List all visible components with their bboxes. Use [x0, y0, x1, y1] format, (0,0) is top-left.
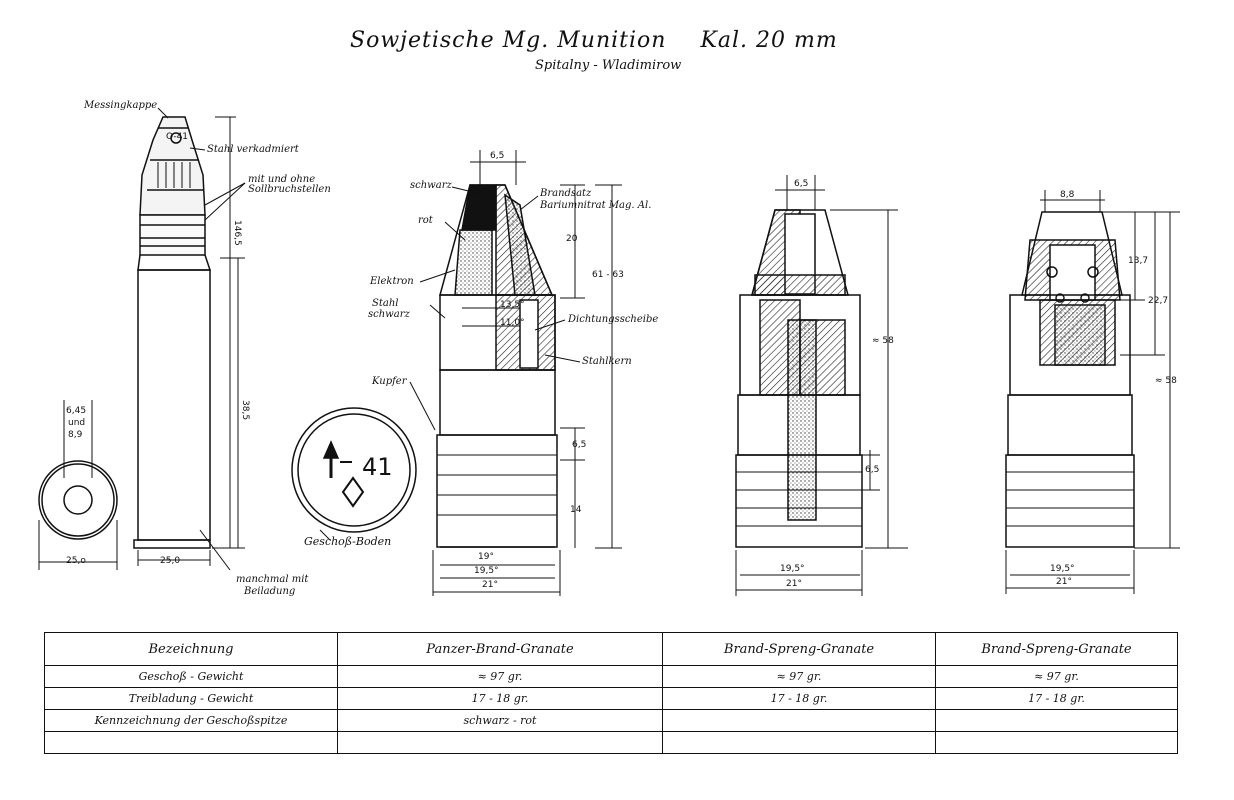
label-dichtungsscheibe: Dichtungsscheibe: [568, 314, 659, 325]
dim-p1-base: 14: [570, 505, 582, 515]
row-label: Kennzeichnung der Geschoßspitze: [44, 709, 338, 732]
table-cell: schwarz - rot: [337, 709, 663, 732]
label-manchmal-2: Beiladung: [244, 586, 296, 597]
table-cell: 17 - 18 gr.: [337, 687, 663, 710]
header-brand-spreng-granate-1: Brand-Spreng-Granate: [662, 632, 936, 666]
dim-p1-d3: 21°: [482, 580, 498, 590]
table-cell: 17 - 18 gr.: [662, 687, 936, 710]
label-stahl-verkadmiert: Stahl verkadmiert: [207, 144, 299, 155]
table-cell: ≈ 97 gr.: [662, 665, 936, 688]
label-brandsatz-2: Bariumnitrat Mag. Al.: [540, 200, 652, 211]
table-cell: ≈ 97 gr.: [935, 665, 1178, 688]
dim-p1-in1: 13,5°: [500, 300, 525, 310]
dim-p2-len: ≈ 58: [872, 336, 894, 346]
table-cell: [337, 731, 663, 754]
header-brand-spreng-granate-2: Brand-Spreng-Granate: [935, 632, 1178, 666]
row-label: Treibladung - Gewicht: [44, 687, 338, 710]
table-row: Geschoß - Gewicht ≈ 97 gr. ≈ 97 gr. ≈ 97…: [44, 665, 1178, 688]
label-mit-ohne-1: mit und ohne: [248, 174, 316, 185]
label-manchmal-1: manchmal mit: [236, 574, 309, 585]
dim-p3-tip: 8,8: [1060, 190, 1075, 200]
label-stahlkern: Stahlkern: [582, 356, 632, 367]
row-label: Geschoß - Gewicht: [44, 665, 338, 688]
table-header-row: Bezeichnung Panzer-Brand-Granate Brand-S…: [44, 632, 1178, 666]
dim-p1-band: 6,5: [572, 440, 587, 450]
label-fuze-mark: O-41: [166, 132, 189, 142]
table-row: [44, 731, 1178, 754]
dim-base-inner-2: und: [68, 418, 86, 428]
dim-p3-fuze: 13,7: [1128, 256, 1149, 266]
label-schwarz: schwarz: [410, 180, 452, 191]
technical-drawing: [38, 107, 1180, 596]
dim-p2-band: 6,5: [865, 465, 880, 475]
label-brandsatz-1: Brandsatz: [540, 188, 592, 199]
projectile-brand-spreng-1-drawing: [735, 175, 908, 596]
dim-p1-d2: 19,5°: [474, 566, 499, 576]
label-geschoss-boden: Geschoß-Boden: [304, 535, 392, 548]
header-panzer-brand-granate: Panzer-Brand-Granate: [337, 632, 663, 666]
dim-cart-case: 38,5: [240, 400, 250, 421]
marking-number: 41: [362, 453, 393, 481]
row-label: [44, 731, 338, 754]
case-base-drawing: [38, 400, 118, 570]
label-elektron: Elektron: [370, 276, 414, 287]
dim-p2-d1: 19,5°: [780, 564, 805, 574]
table-row: Kennzeichnung der Geschoßspitze schwarz …: [44, 709, 1178, 732]
dim-p1-in2: 11,0°: [500, 318, 525, 328]
dim-p1-length: 61 - 63: [592, 270, 624, 280]
dim-p3-nose: 22,7: [1148, 296, 1169, 306]
dim-p2-d2: 21°: [786, 579, 802, 589]
label-stahl: Stahl: [372, 298, 399, 309]
dim-p3-len: ≈ 58: [1155, 376, 1177, 386]
label-kupfer: Kupfer: [372, 376, 407, 387]
projectile-brand-spreng-2-drawing: [1005, 190, 1180, 594]
dim-cart-width: 25,0: [160, 556, 181, 566]
dim-p1-tip: 6,5: [490, 151, 505, 161]
dim-p2-tip: 6,5: [794, 179, 809, 189]
table-cell: [935, 709, 1178, 732]
dim-p1-d1: 19°: [478, 552, 494, 562]
dim-base-inner-3: 8,9: [68, 430, 83, 440]
dim-base-inner-1: 6,45: [66, 406, 87, 416]
label-messingkappe: Messingkappe: [84, 100, 158, 111]
table-row: Treibladung - Gewicht 17 - 18 gr. 17 - 1…: [44, 687, 1178, 710]
label-schwarz-2: schwarz: [368, 309, 410, 320]
table-cell: [935, 731, 1178, 754]
projectile-panzer-brand-drawing: [409, 150, 622, 596]
diagram-subtitle: Spitalny - Wladimirow: [535, 58, 682, 73]
label-rot: rot: [418, 215, 433, 226]
table-cell: [662, 709, 936, 732]
dim-cart-overall: 146,5: [232, 220, 242, 246]
projectile-base-marking: [291, 407, 417, 541]
table-cell: ≈ 97 gr.: [337, 665, 663, 688]
specification-table: Bezeichnung Panzer-Brand-Granate Brand-S…: [44, 632, 1178, 754]
dim-p3-d2: 21°: [1056, 577, 1072, 587]
dim-p3-d1: 19,5°: [1050, 564, 1075, 574]
label-mit-ohne-2: Sollbruchstellen: [248, 184, 331, 195]
table-cell: 17 - 18 gr.: [935, 687, 1178, 710]
table-cell: [662, 731, 936, 754]
dim-base-width: 25,o: [66, 556, 86, 566]
header-bezeichnung: Bezeichnung: [44, 632, 338, 666]
cartridge-drawing: [133, 107, 246, 571]
dim-p1-nose: 20: [566, 234, 578, 244]
